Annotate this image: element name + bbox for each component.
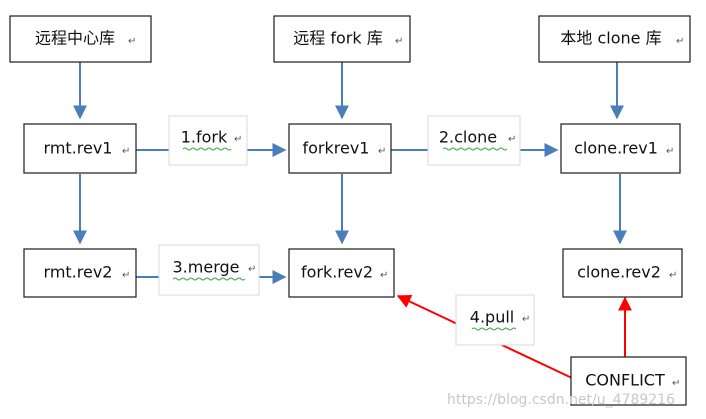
- edge-label-pull: 4.pull ↵: [455, 294, 535, 346]
- node-clone-rev1-label: clone.rev1: [574, 139, 658, 158]
- edge-label-clone-text: 2.clone: [439, 128, 497, 147]
- node-fork-rev2-label: fork.rev2: [301, 263, 373, 282]
- edge-label-fork: 1.fork ↵: [168, 115, 248, 166]
- node-rmt-rev1: rmt.rev1 ↵: [23, 123, 137, 174]
- paragraph-mark: ↵: [128, 36, 136, 47]
- paragraph-mark: ↵: [248, 264, 256, 275]
- paragraph-mark: ↵: [395, 36, 403, 47]
- paragraph-mark: ↵: [522, 314, 530, 325]
- paragraph-mark: ↵: [669, 270, 677, 281]
- paragraph-mark: ↵: [508, 134, 516, 145]
- node-clone-rev1: clone.rev1 ↵: [560, 123, 681, 174]
- edge-label-fork-text: 1.fork: [181, 128, 228, 147]
- node-conflict-label: CONFLICT: [585, 371, 665, 390]
- node-rmt-rev2-label: rmt.rev2: [44, 263, 113, 282]
- paragraph-mark: ↵: [378, 146, 386, 157]
- edge-label-clone: 2.clone ↵: [427, 115, 521, 166]
- node-clone-rev2: clone.rev2 ↵: [562, 248, 683, 298]
- node-central-label: 远程中心库: [35, 29, 115, 48]
- paragraph-mark: ↵: [122, 146, 130, 157]
- watermark: https://blog.csdn.net/u_4789216: [447, 392, 675, 408]
- node-central: 远程中心库 ↵: [9, 15, 152, 63]
- node-remote-fork: 远程 fork 库 ↵: [273, 15, 411, 63]
- edge-label-merge: 3.merge ↵: [158, 244, 260, 296]
- node-conflict: CONFLICT ↵: [570, 356, 687, 406]
- node-local-clone: 本地 clone 库 ↵: [538, 15, 691, 63]
- paragraph-mark: ↵: [676, 36, 684, 47]
- node-forkrev1: forkrev1 ↵: [288, 123, 392, 174]
- node-rmt-rev2: rmt.rev2 ↵: [23, 248, 137, 298]
- paragraph-mark: ↵: [666, 146, 674, 157]
- node-remote-fork-label: 远程 fork 库: [293, 29, 382, 48]
- node-clone-rev2-label: clone.rev2: [577, 263, 661, 282]
- node-forkrev1-label: forkrev1: [303, 139, 370, 158]
- paragraph-mark: ↵: [672, 378, 680, 389]
- edge-label-pull-text: 4.pull: [470, 308, 514, 327]
- paragraph-mark: ↵: [380, 270, 388, 281]
- node-local-clone-label: 本地 clone 库: [560, 29, 661, 48]
- node-rmt-rev1-label: rmt.rev1: [44, 139, 113, 158]
- paragraph-mark: ↵: [234, 134, 242, 145]
- paragraph-mark: ↵: [122, 270, 130, 281]
- node-fork-rev2: fork.rev2 ↵: [288, 248, 395, 298]
- edge-label-merge-text: 3.merge: [173, 258, 240, 277]
